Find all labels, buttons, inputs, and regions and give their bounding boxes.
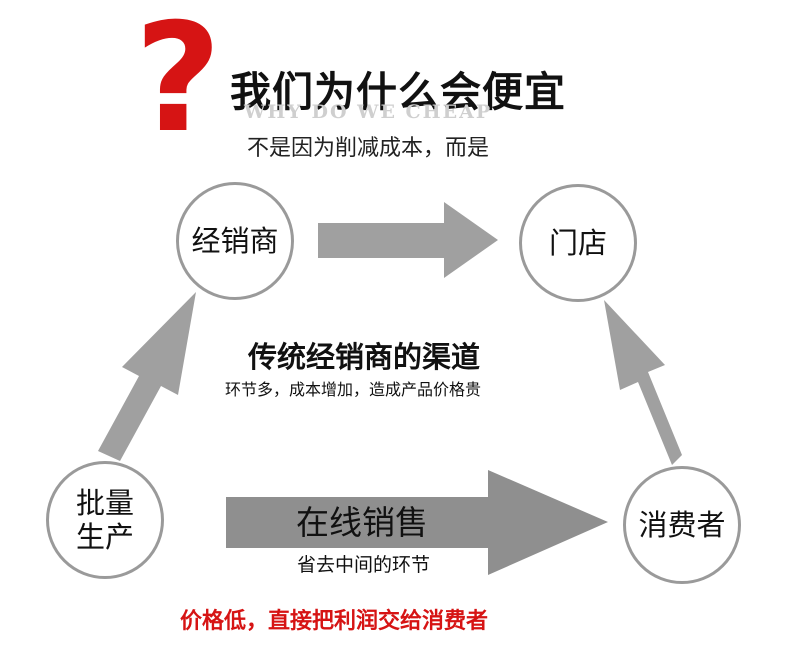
page-title: 我们为什么会便宜 [230, 68, 566, 116]
online-sales-note: 省去中间的环节 [297, 554, 431, 576]
node-distributor-label: 经销商 [191, 224, 279, 258]
traditional-channel-title: 传统经销商的渠道 [248, 340, 481, 374]
conclusion-text: 价格低，直接把利润交给消费者 [180, 609, 489, 634]
traditional-channel-note: 环节多，成本增加，造成产品价格贵 [225, 380, 482, 399]
page-title-english: WHY DO WE CHEAP [244, 101, 493, 123]
arrow-distributor-to-store [318, 202, 498, 278]
node-mass-production-label: 批量 生产 [75, 486, 134, 554]
node-distributor: 经销商 [176, 182, 294, 300]
node-consumer: 消费者 [623, 466, 741, 584]
node-store-label: 门店 [548, 226, 607, 260]
node-consumer-label: 消费者 [638, 508, 726, 542]
node-mass-production: 批量 生产 [46, 461, 164, 579]
question-mark-icon: ? [134, 0, 222, 166]
arrow-online-sales [226, 470, 608, 575]
page-subtitle: 不是因为削减成本，而是 [247, 136, 490, 161]
online-sales-label: 在线销售 [296, 503, 428, 542]
node-store: 门店 [519, 184, 637, 302]
arrow-consumer-to-store [604, 300, 682, 465]
arrow-production-to-distributor [98, 292, 196, 461]
